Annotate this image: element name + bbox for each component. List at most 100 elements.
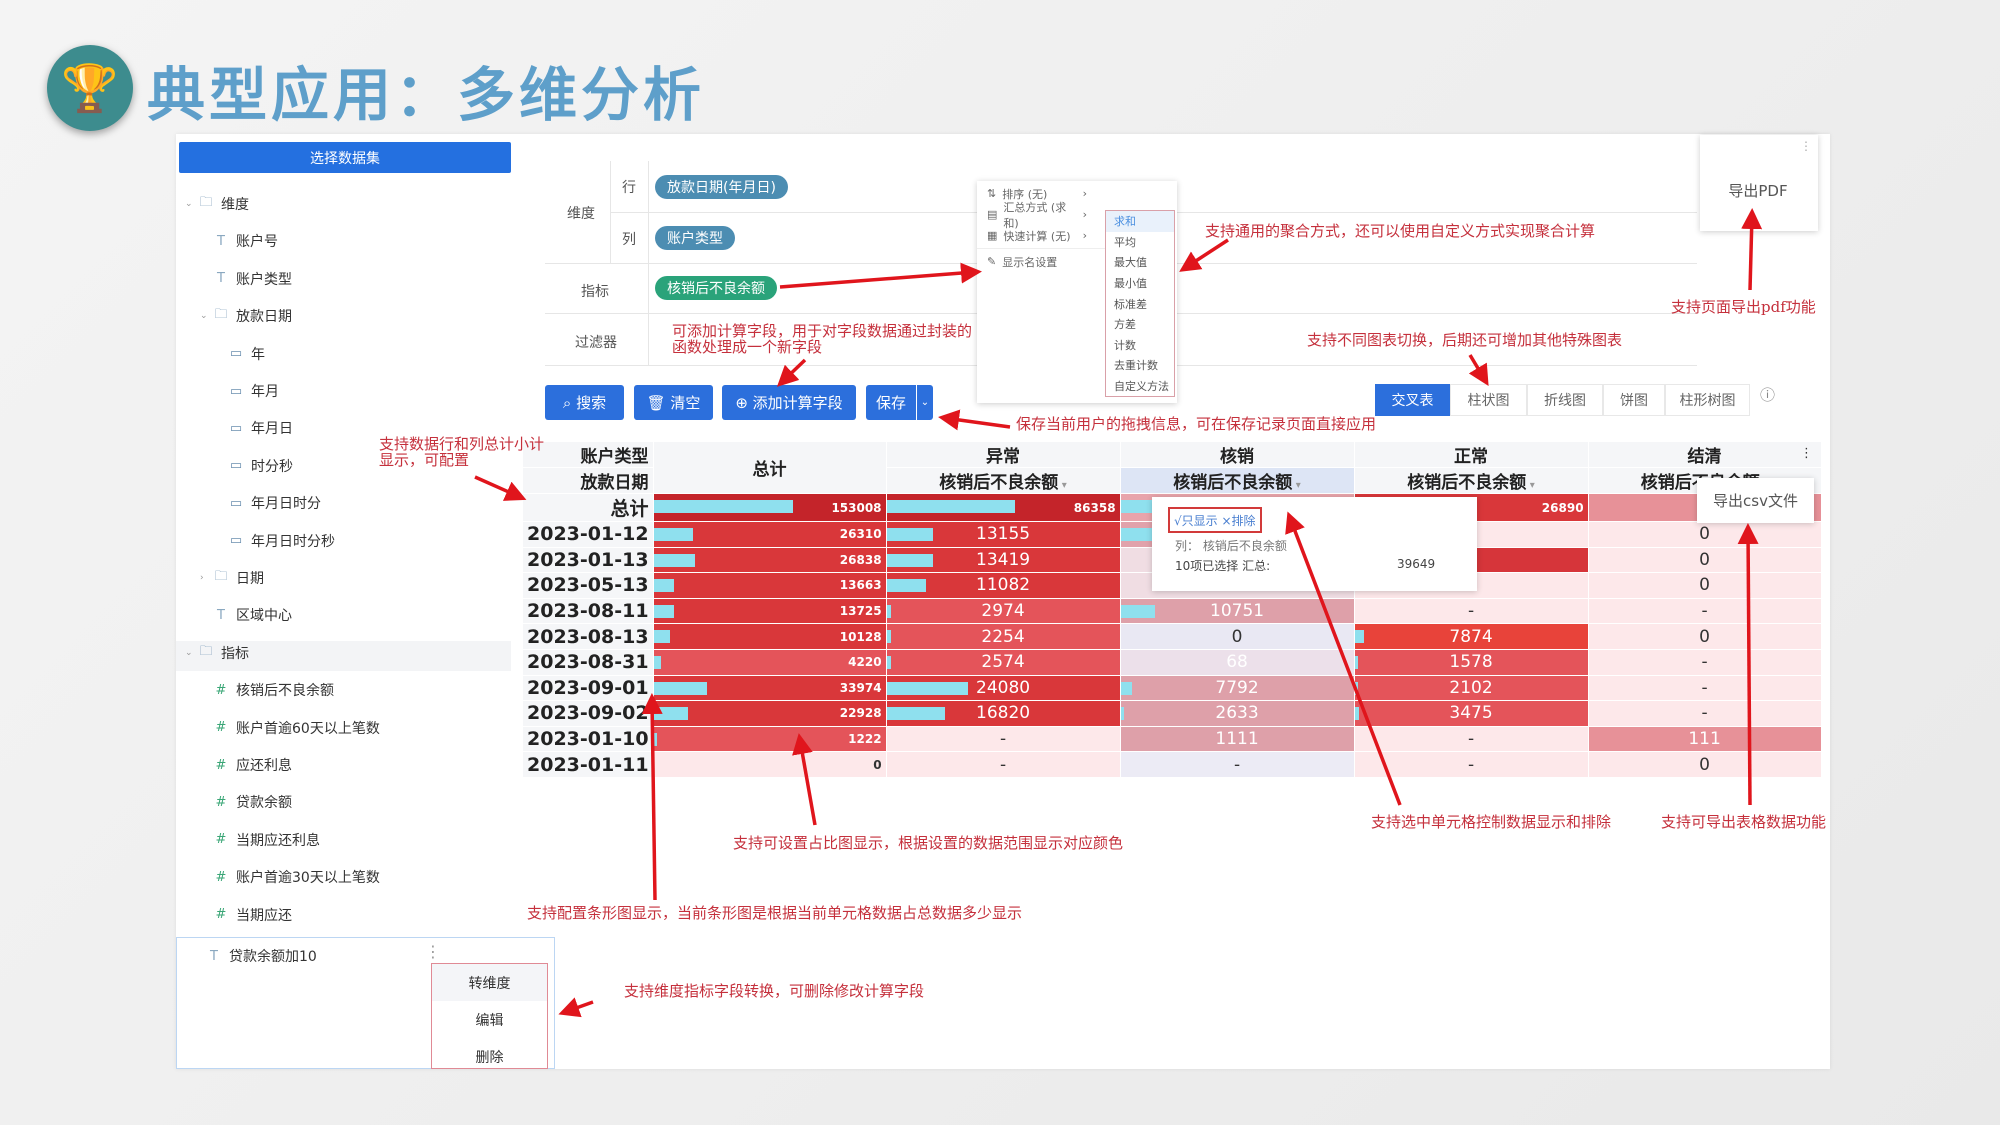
sidebar-item[interactable]: ▭年月日时分秒 — [215, 526, 335, 556]
agg-option[interactable]: 去重计数 — [1114, 359, 1158, 373]
table-cell[interactable]: 0 — [1119, 623, 1355, 650]
sidebar-item[interactable]: ⌄🗀指标 — [185, 638, 249, 668]
chevron-down-icon[interactable]: ⌄ — [185, 647, 193, 658]
agg-option[interactable]: 平均 — [1114, 235, 1136, 249]
table-more-icon[interactable]: ⋮ — [1800, 446, 1813, 461]
info-icon[interactable]: ⓘ — [1760, 386, 1776, 404]
table-cell[interactable]: 2102 — [1353, 674, 1589, 702]
tab-bar-chart[interactable]: 柱状图 — [1450, 384, 1527, 416]
table-cell[interactable]: 0 — [1587, 546, 1822, 574]
tab-treemap[interactable]: 柱形树图 — [1665, 384, 1750, 416]
sidebar-item[interactable]: ▭时分秒 — [215, 451, 293, 481]
table-cell[interactable]: 1578 — [1353, 648, 1589, 676]
table-cell[interactable]: 111 — [1587, 725, 1822, 753]
table-cell[interactable]: 2254 — [885, 623, 1121, 650]
table-cell[interactable]: 0 — [652, 751, 887, 778]
tab-line-chart[interactable]: 折线图 — [1527, 384, 1603, 416]
table-cell[interactable]: 7874 — [1353, 623, 1589, 650]
sidebar-item[interactable]: ▭年月日时分 — [215, 488, 321, 518]
row-field-pill[interactable]: 放款日期(年月日) — [655, 175, 788, 199]
table-cell[interactable]: 10128 — [652, 623, 887, 650]
table-cell[interactable]: 13663 — [652, 572, 887, 599]
add-calc-field-button[interactable]: ⊕ 添加计算字段 — [722, 385, 856, 420]
sidebar-item[interactable]: ›🗀日期 — [200, 563, 264, 593]
table-cell[interactable]: 68 — [1119, 648, 1355, 676]
table-cell[interactable]: 22928 — [652, 700, 887, 727]
table-cell[interactable]: - — [885, 751, 1121, 778]
table-cell[interactable]: 13419 — [885, 546, 1121, 574]
table-cell[interactable]: 0 — [1587, 572, 1822, 599]
caret-down-icon[interactable]: ▾ — [1526, 480, 1535, 491]
table-cell[interactable]: - — [1353, 597, 1589, 625]
more-icon[interactable]: ⋮ — [425, 942, 441, 961]
menu-item-sort[interactable]: ⇅排序 (无)› — [977, 183, 1177, 204]
agg-option[interactable]: 最大值 — [1114, 256, 1147, 270]
sidebar-item[interactable]: ▭年月日 — [215, 413, 293, 443]
tab-pie-chart[interactable]: 饼图 — [1603, 384, 1665, 416]
agg-option[interactable]: 计数 — [1114, 338, 1136, 352]
table-cell[interactable]: - — [1353, 725, 1589, 753]
clear-button[interactable]: 🗑 清空 — [634, 385, 713, 420]
sidebar-item[interactable]: #当期应还 — [200, 900, 292, 930]
sidebar-item[interactable]: #当期应还利息 — [200, 825, 320, 855]
sidebar-item[interactable]: ⌄🗀维度 — [185, 189, 249, 219]
col-group-header[interactable]: 异常 — [885, 441, 1121, 468]
table-cell[interactable]: 153008 — [652, 493, 887, 522]
measure-header[interactable]: 核销后不良余额 ▾ — [885, 467, 1121, 494]
measure-header[interactable]: 核销后不良余额 ▾ — [1353, 467, 1589, 494]
menu-item-aggregate[interactable]: ▤汇总方式 (求和)› — [977, 201, 1177, 230]
table-cell[interactable]: 2633 — [1119, 700, 1355, 727]
tab-crosstab[interactable]: 交叉表 — [1375, 384, 1450, 416]
col-group-header[interactable]: 正常 — [1353, 441, 1589, 468]
table-cell[interactable]: 26838 — [652, 546, 887, 574]
sidebar-item[interactable]: #核销后不良余额 — [200, 675, 334, 705]
table-cell[interactable]: 24080 — [885, 674, 1121, 702]
measure-header[interactable]: 核销后不良余额 ▾ — [1119, 467, 1355, 494]
sidebar-item[interactable]: #应还利息 — [200, 750, 292, 780]
agg-option[interactable]: 标准差 — [1114, 297, 1147, 311]
table-cell[interactable]: - — [1587, 597, 1822, 625]
save-button[interactable]: 保存 — [866, 385, 916, 420]
col-group-header[interactable]: 核销 — [1119, 441, 1355, 468]
table-cell[interactable]: - — [1587, 700, 1822, 727]
chevron-right-icon[interactable]: › — [200, 573, 204, 583]
table-cell[interactable]: 1222 — [652, 725, 887, 753]
menu-item-to-dimension[interactable]: 转维度 — [432, 964, 547, 1001]
table-cell[interactable]: 1111 — [1119, 725, 1355, 753]
select-dataset-button[interactable]: 选择数据集 — [179, 142, 511, 173]
table-cell[interactable]: - — [885, 725, 1121, 753]
table-cell[interactable]: 2974 — [885, 597, 1121, 625]
table-cell[interactable]: - — [1353, 751, 1589, 778]
table-cell[interactable]: - — [1119, 751, 1355, 778]
table-cell[interactable]: 16820 — [885, 700, 1121, 727]
table-cell[interactable]: 4220 — [652, 648, 887, 676]
table-cell[interactable]: - — [1587, 648, 1822, 676]
menu-item-display-name[interactable]: ✎显示名设置 — [977, 251, 1177, 272]
more-icon[interactable]: ⋮ — [1800, 139, 1812, 153]
agg-option[interactable]: 方差 — [1114, 318, 1136, 332]
measure-field-pill[interactable]: 核销后不良余额 — [655, 276, 777, 300]
col-group-header[interactable]: 结清 — [1587, 441, 1822, 468]
include-only-button[interactable]: √只显示 — [1174, 514, 1218, 528]
exclude-button[interactable]: ×排除 — [1221, 514, 1256, 528]
table-cell[interactable]: 26310 — [652, 521, 887, 548]
table-cell[interactable]: 0 — [1587, 521, 1822, 548]
table-cell[interactable]: 0 — [1587, 751, 1822, 778]
sidebar-item[interactable]: #贷款余额 — [200, 787, 292, 817]
sidebar-item[interactable]: ▭年 — [215, 339, 265, 369]
search-button[interactable]: ⌕ 搜索 — [545, 385, 624, 420]
col-field-pill[interactable]: 账户类型 — [655, 226, 735, 250]
table-cell[interactable]: 2574 — [885, 648, 1121, 676]
chevron-down-icon[interactable]: ⌄ — [200, 311, 208, 322]
table-cell[interactable]: 10751 — [1119, 597, 1355, 625]
agg-option[interactable]: 求和 — [1106, 211, 1174, 232]
chevron-down-icon[interactable]: ⌄ — [185, 199, 193, 209]
agg-option[interactable]: 最小值 — [1114, 277, 1147, 291]
table-cell[interactable]: 13725 — [652, 597, 887, 625]
sidebar-item[interactable]: ▭年月 — [215, 376, 279, 406]
table-cell[interactable]: 3475 — [1353, 700, 1589, 727]
table-cell[interactable]: - — [1587, 674, 1822, 702]
